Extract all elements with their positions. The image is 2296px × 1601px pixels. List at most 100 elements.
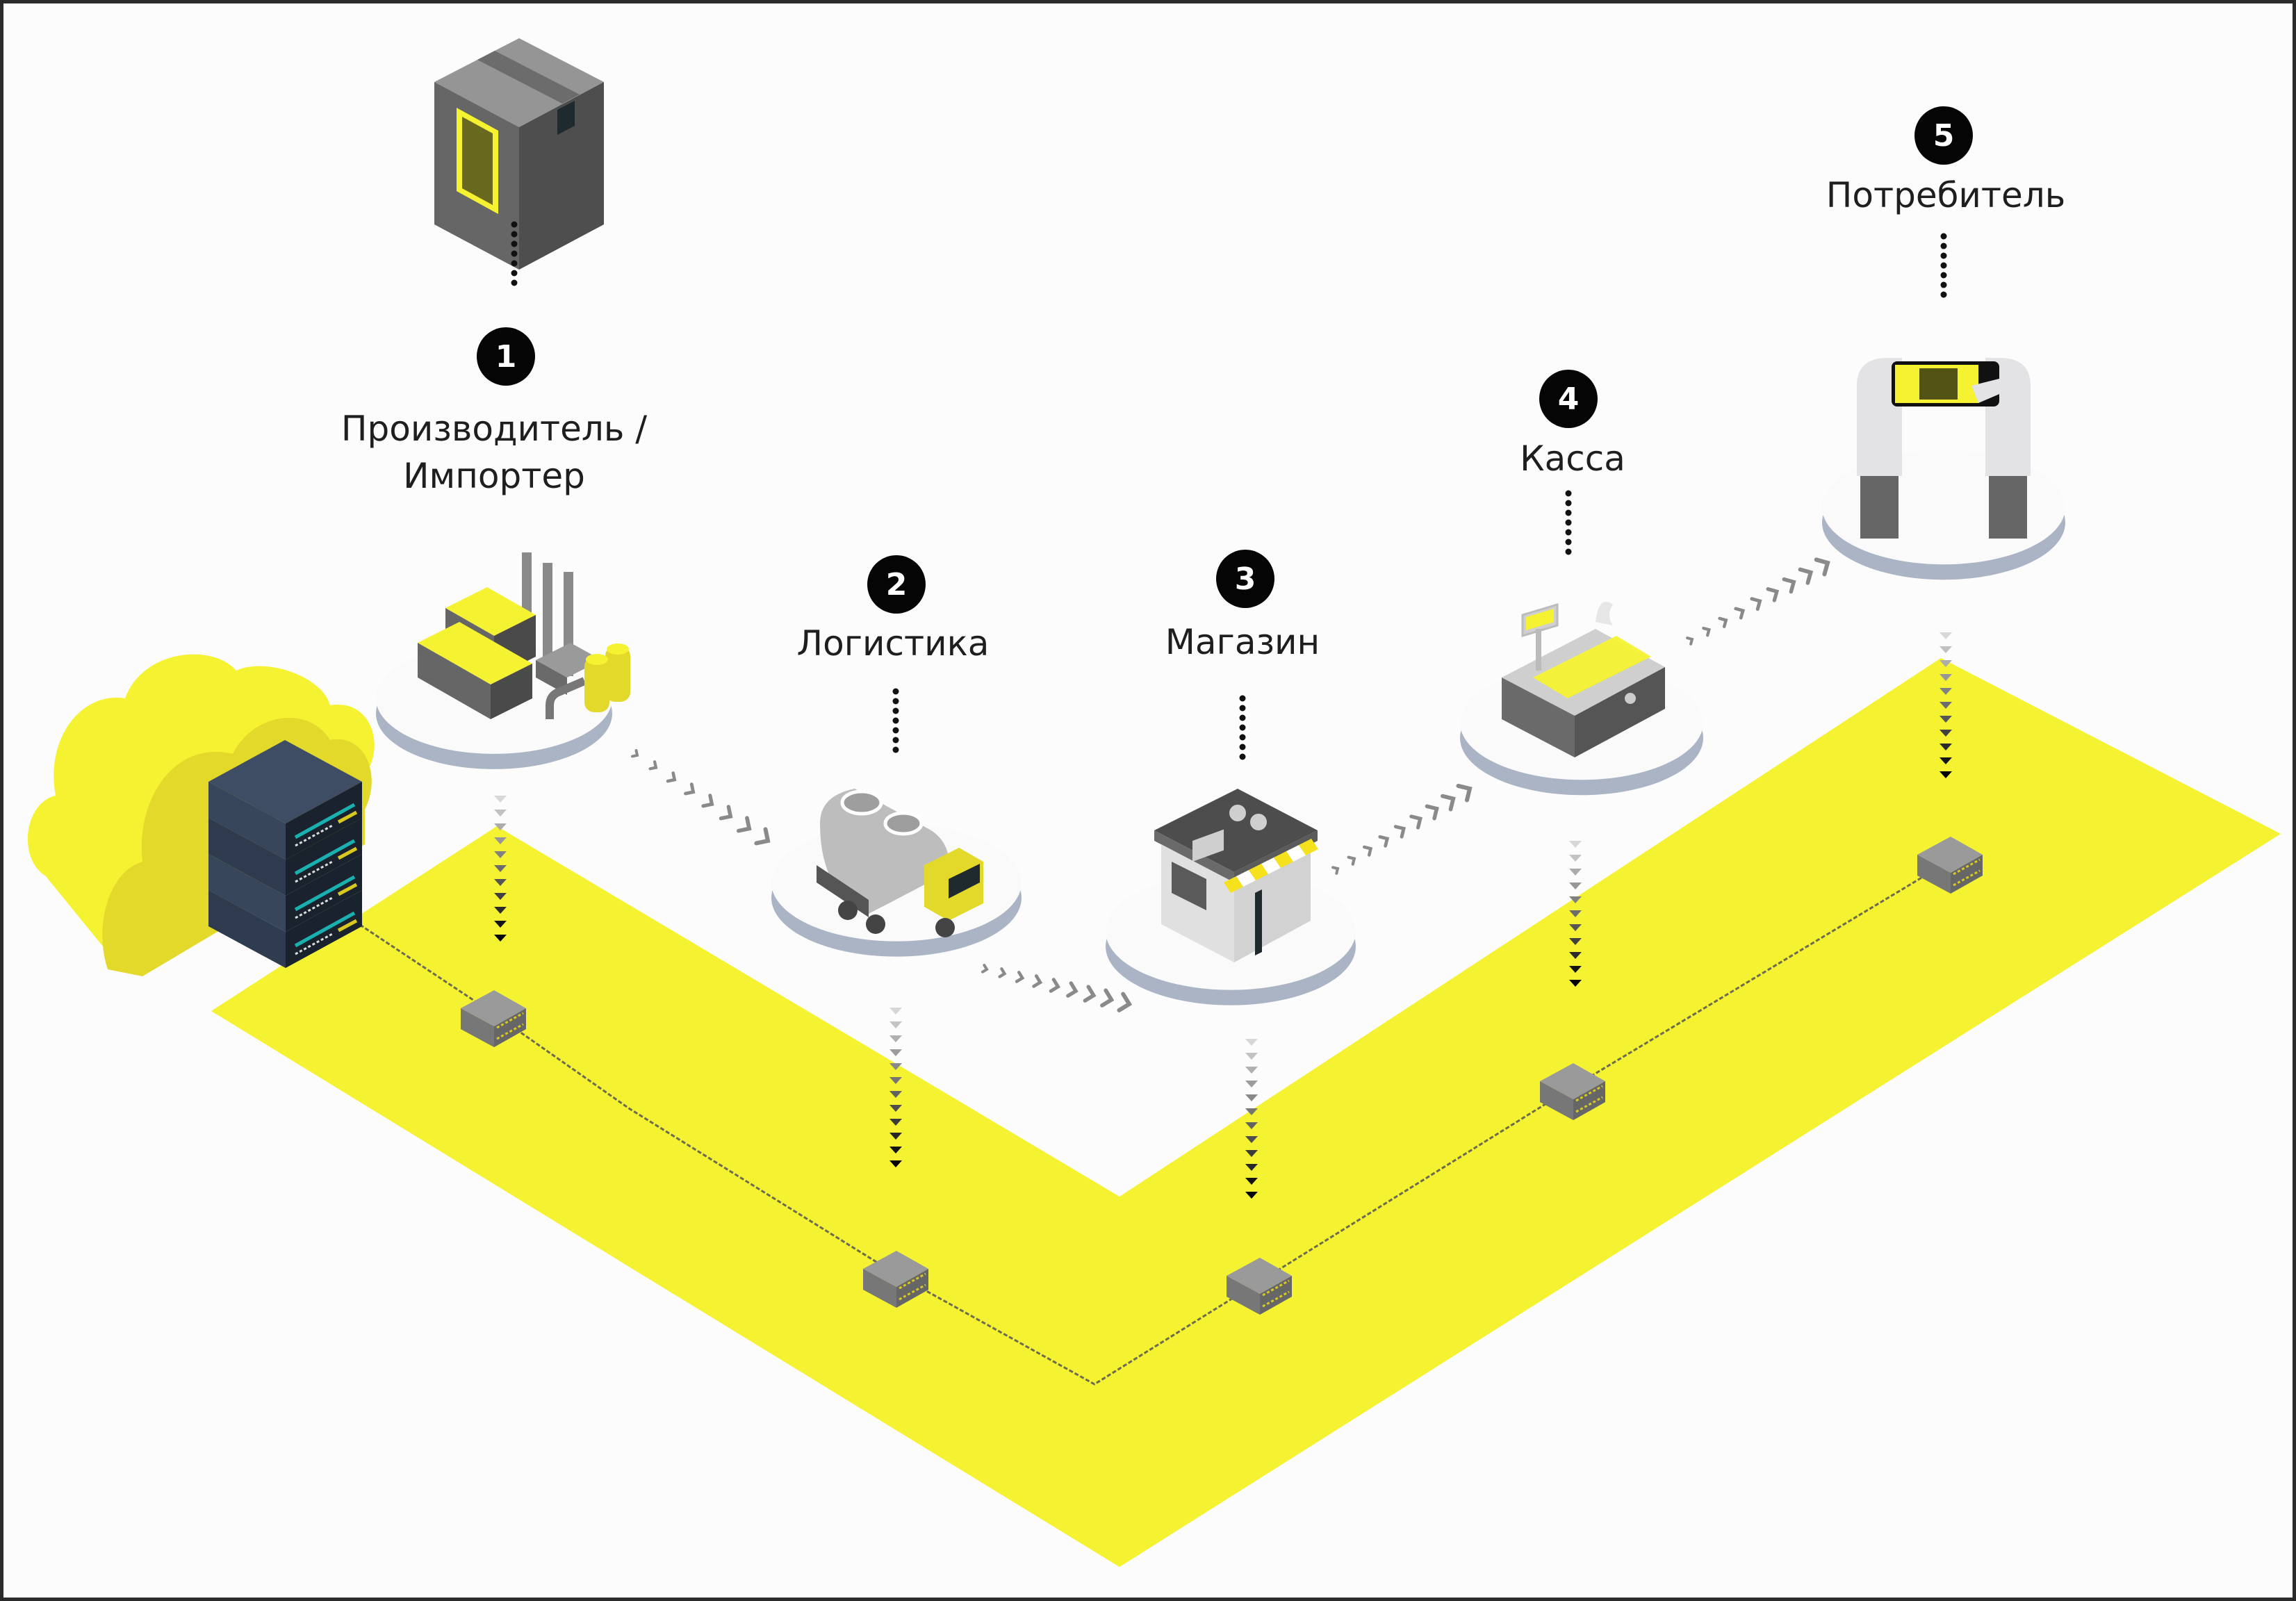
blockchain-band: [211, 658, 2281, 1567]
down-arrow-stacks: [494, 632, 1952, 1199]
down-arrow: [1245, 1192, 1258, 1199]
stage-label-4: Касса: [1520, 435, 1625, 482]
stage-label-1: Производитель / Импортер: [341, 405, 647, 500]
chevron: [631, 749, 639, 758]
down-arrow: [494, 796, 507, 803]
down-arrow: [1569, 980, 1582, 987]
awning-stripe: [1286, 845, 1306, 862]
down-arrow: [1245, 1081, 1258, 1087]
down-arrow: [1940, 632, 1952, 639]
down-arrow: [494, 893, 507, 900]
dotted-connectors: [511, 221, 1947, 760]
down-arrow: [889, 1160, 902, 1167]
down-arrow-stack-2: [889, 1008, 902, 1167]
awning-stripe: [1249, 864, 1268, 880]
chevron: [1378, 835, 1390, 848]
chevron: [1750, 597, 1762, 611]
node-left: [1917, 855, 1951, 894]
chevron: [1798, 567, 1814, 585]
dot: [1940, 243, 1947, 249]
down-arrow: [889, 1035, 902, 1042]
dot: [1565, 509, 1572, 516]
stage-label-5: Потребитель: [1826, 172, 2065, 219]
down-arrow: [1569, 910, 1582, 917]
node-leds: [1262, 1279, 1290, 1297]
chevron: [1347, 855, 1356, 866]
down-arrow: [1245, 1178, 1258, 1185]
down-arrow: [1569, 896, 1582, 903]
node-right: [896, 1269, 928, 1308]
dot: [1940, 252, 1947, 259]
down-arrow: [889, 1147, 902, 1153]
down-arrow: [1245, 1122, 1258, 1129]
down-arrow: [1940, 771, 1952, 778]
server-ports: [295, 823, 334, 847]
dot: [892, 698, 899, 705]
down-arrow: [1569, 869, 1582, 876]
down-arrow: [1940, 702, 1952, 709]
down-arrow: [889, 1105, 902, 1112]
chevron: [1702, 626, 1711, 637]
chevron: [1766, 587, 1780, 602]
dot: [892, 727, 899, 734]
server-side: [208, 782, 286, 860]
awning-stripe: [1236, 870, 1256, 887]
down-arrow: [494, 935, 507, 942]
network-node-1: [461, 990, 526, 1047]
down-arrow-stack-3: [1245, 1039, 1258, 1199]
down-arrow: [889, 1119, 902, 1126]
dot: [1239, 714, 1246, 721]
chevron: [737, 816, 752, 833]
chevron: [1409, 814, 1422, 830]
awning-stripe: [1299, 839, 1318, 855]
dot: [1940, 291, 1947, 298]
node-top: [863, 1251, 928, 1287]
dot: [1239, 734, 1246, 741]
dot: [511, 250, 518, 257]
down-arrow: [1569, 855, 1582, 862]
dot: [1239, 744, 1246, 750]
tanker-truck-icon: [817, 789, 983, 937]
server-indicator: [337, 810, 358, 824]
down-arrow: [1569, 841, 1582, 848]
stage-label-4-line-1: Касса: [1520, 438, 1625, 479]
chevron: [1393, 825, 1407, 839]
dot: [511, 279, 518, 286]
chevron: [666, 771, 677, 783]
node-leds: [1575, 1085, 1603, 1102]
down-arrow: [1940, 674, 1952, 681]
network-node-4: [1540, 1063, 1605, 1120]
stage-label-3: Магазин: [1165, 618, 1320, 666]
down-arrow: [494, 810, 507, 816]
chevron: [1456, 783, 1473, 803]
server-unit: [208, 782, 362, 860]
down-arrow: [889, 1049, 902, 1056]
chevron: [1441, 794, 1456, 812]
down-arrow: [1245, 1108, 1258, 1115]
stage-label-3-line-1: Магазин: [1165, 622, 1320, 662]
down-arrow: [494, 879, 507, 886]
dot: [511, 240, 518, 247]
chevron: [1782, 577, 1796, 594]
down-arrow: [1940, 744, 1952, 750]
dotted-connector-1: [511, 221, 518, 286]
server-led-strip: [294, 839, 356, 876]
down-arrow: [1569, 952, 1582, 959]
dotted-connector-3: [1239, 695, 1246, 760]
server-unit: [208, 890, 362, 968]
down-arrow: [494, 865, 507, 872]
down-arrow-stack-4: [1569, 841, 1582, 987]
cloud-server-icon: [27, 654, 375, 976]
awning-stripe: [1261, 857, 1281, 874]
chevron: [1331, 866, 1340, 875]
dotted-connector-2: [892, 688, 899, 753]
down-arrow: [1940, 688, 1952, 695]
node-leds: [1953, 869, 1981, 887]
dotted-connector-5: [1940, 233, 1947, 298]
node-left: [1227, 1276, 1260, 1315]
dot: [1239, 705, 1246, 712]
stage-label-5-line-1: Потребитель: [1826, 175, 2066, 215]
chevron: [1032, 974, 1043, 988]
down-arrow: [1245, 1136, 1258, 1143]
chevrons-2-to-3: [981, 963, 1133, 1012]
